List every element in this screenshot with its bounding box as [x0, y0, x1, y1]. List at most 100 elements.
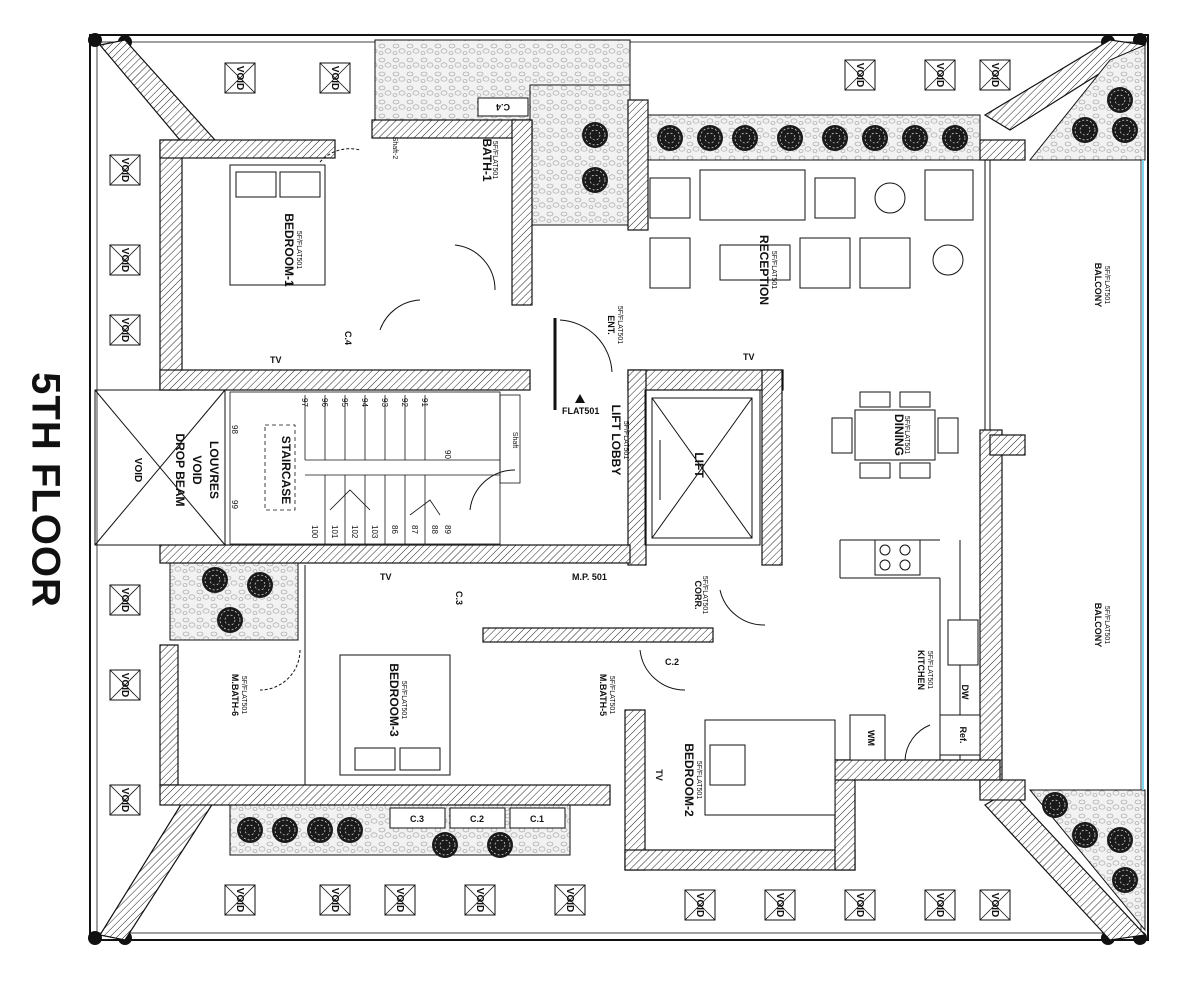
svg-text:101: 101: [330, 525, 339, 539]
svg-text:5F/FLAT501: 5F/FLAT501: [770, 251, 777, 289]
wm-label: WM: [866, 730, 876, 746]
svg-text:5F/FLAT501: 5F/FLAT501: [926, 651, 933, 689]
shaft-2-label: Shaft-2: [391, 137, 398, 160]
svg-text:VOID: VOID: [989, 893, 1000, 917]
corr-label: CORR.: [693, 581, 703, 610]
svg-text:5F/FLAT501: 5F/FLAT501: [622, 421, 629, 459]
svg-text:94: 94: [360, 398, 369, 407]
svg-text:99: 99: [230, 500, 239, 509]
reception-label: RECEPTION: [757, 235, 771, 305]
m-bath-5-label: M.BATH-5: [598, 674, 608, 716]
staircase: [229, 391, 521, 545]
louvres-label: LOUVRES: [207, 441, 221, 499]
bedroom-2-label: BEDROOM-2: [682, 743, 696, 817]
flat-label: FLAT501: [562, 406, 599, 416]
svg-text:VOID: VOID: [329, 66, 340, 90]
tv-label-4: TV: [654, 769, 664, 781]
svg-text:102: 102: [350, 525, 359, 539]
svg-text:93: 93: [380, 398, 389, 407]
svg-text:86: 86: [390, 525, 399, 534]
svg-text:VOID: VOID: [119, 248, 130, 272]
void-labels: VOID VOID VOID VOID VOID VOID VOID VOID …: [119, 63, 1000, 917]
svg-text:VOID: VOID: [694, 893, 705, 917]
misc-labels: STAIRCASE LIFT FLAT501 M.P. 501 LOUVRES …: [132, 137, 970, 781]
svg-text:VOID: VOID: [774, 893, 785, 917]
walls: [159, 99, 1026, 871]
svg-text:5F/FLAT501: 5F/FLAT501: [295, 231, 302, 269]
svg-text:5F/FLAT501: 5F/FLAT501: [240, 676, 247, 714]
svg-text:VOID: VOID: [234, 66, 245, 90]
svg-text:96: 96: [320, 398, 329, 407]
svg-text:VOID: VOID: [394, 888, 405, 912]
dining-label: DINING: [892, 414, 906, 456]
corner-post: [88, 33, 102, 47]
staircase-label: STAIRCASE: [279, 436, 293, 504]
svg-text:100: 100: [310, 525, 319, 539]
balcony-top-label: BALCONY: [1093, 263, 1103, 308]
c1-tag: C.1: [530, 814, 544, 824]
svg-text:VOID: VOID: [119, 158, 130, 182]
svg-text:VOID: VOID: [474, 888, 485, 912]
stair-numbers: 91 92 93 94 95 96 97 98 99 100 101 102 1…: [230, 398, 452, 539]
svg-text:VOID: VOID: [119, 588, 130, 612]
svg-text:VOID: VOID: [854, 63, 865, 87]
svg-text:89: 89: [443, 525, 452, 534]
svg-text:VOID: VOID: [119, 673, 130, 697]
svg-text:VOID: VOID: [989, 63, 1000, 87]
diagonal-walls: [98, 39, 1147, 941]
outer-boundary: [89, 34, 1149, 941]
svg-text:90: 90: [443, 450, 452, 459]
ref-label: Ref.: [958, 726, 968, 743]
svg-text:103: 103: [370, 525, 379, 539]
svg-text:VOID: VOID: [854, 893, 865, 917]
svg-text:5F/FLAT501: 5F/FLAT501: [1103, 606, 1110, 644]
lift-lobby-label: LIFT LOBBY: [609, 405, 623, 476]
c2-side-tag: C.2: [665, 657, 679, 667]
cabinet-tags: C.3 C.2 C.1 C.4 C.4 C.3 C.2: [343, 97, 679, 829]
tv-label-2: TV: [743, 352, 755, 362]
svg-text:97: 97: [300, 398, 309, 407]
drop-beam-label: DROP BEAM: [173, 433, 187, 506]
svg-text:87: 87: [410, 525, 419, 534]
mp-label: M.P. 501: [572, 572, 607, 582]
c4-tag: C.4: [343, 331, 353, 345]
svg-text:95: 95: [340, 398, 349, 407]
svg-text:5F/FLAT501: 5F/FLAT501: [608, 676, 615, 714]
louvre-void-label: VOID: [190, 455, 204, 485]
svg-text:5F/FLAT501: 5F/FLAT501: [491, 141, 498, 179]
bedroom-1-label: BEDROOM-1: [282, 213, 296, 287]
svg-text:88: 88: [430, 525, 439, 534]
svg-text:98: 98: [230, 425, 239, 434]
svg-text:VOID: VOID: [934, 893, 945, 917]
bedroom-3-label: BEDROOM-3: [387, 663, 401, 737]
svg-text:91: 91: [420, 398, 429, 407]
svg-text:5F/FLAT501: 5F/FLAT501: [903, 416, 910, 454]
louvre-void: [94, 389, 226, 546]
beds: [229, 164, 836, 816]
reception-furniture: [649, 169, 974, 479]
svg-text:VOID: VOID: [119, 788, 130, 812]
c3-tag: C.3: [410, 814, 424, 824]
m-bath-6-label: M.BATH-6: [230, 674, 240, 716]
kitchen-label: KITCHEN: [916, 650, 926, 690]
svg-text:VOID: VOID: [564, 888, 575, 912]
bath-1-label: BATH-1: [480, 138, 494, 181]
central-void-label: VOID: [132, 458, 143, 482]
svg-text:VOID: VOID: [234, 888, 245, 912]
svg-text:5F/FLAT501: 5F/FLAT501: [1103, 266, 1110, 304]
lift: [644, 389, 761, 546]
svg-text:VOID: VOID: [934, 63, 945, 87]
svg-text:92: 92: [400, 398, 409, 407]
svg-text:5F/FLAT501: 5F/FLAT501: [616, 306, 623, 344]
balcony-bottom-label: BALCONY: [1093, 603, 1103, 648]
shaft-label: Shaft: [511, 432, 518, 448]
svg-text:VOID: VOID: [119, 318, 130, 342]
c4-tag-top: C.4: [496, 102, 510, 112]
c3-side-tag: C.3: [454, 591, 464, 605]
svg-text:VOID: VOID: [329, 888, 340, 912]
tv-label-1: TV: [270, 355, 282, 365]
svg-text:5F/FLAT501: 5F/FLAT501: [695, 761, 702, 799]
ent-label: ENT.: [606, 315, 616, 335]
tv-label-3: TV: [380, 572, 392, 582]
